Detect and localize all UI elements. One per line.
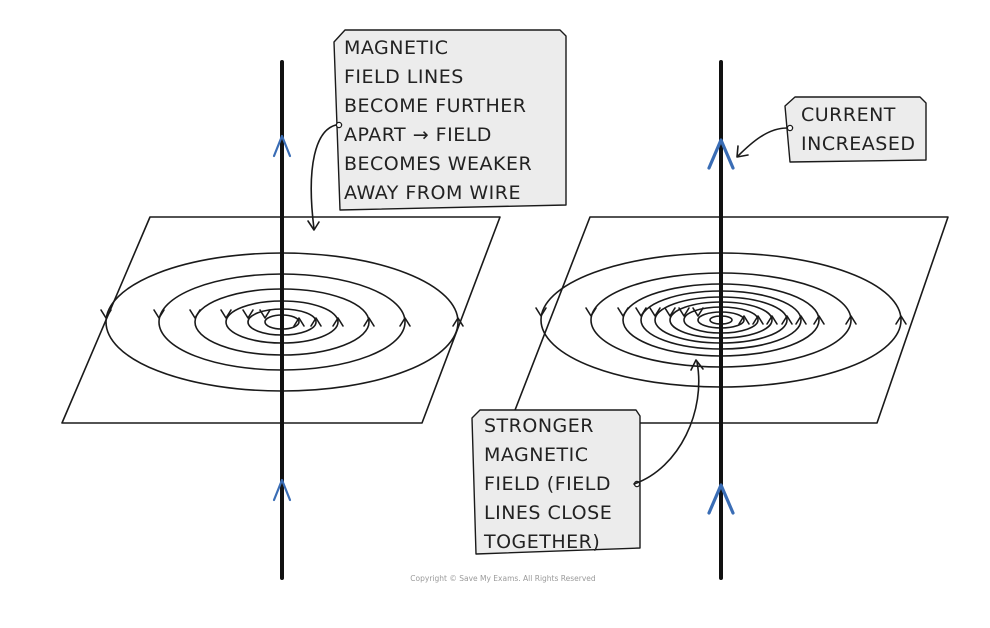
callout-box — [471, 409, 641, 555]
right-plane — [509, 216, 949, 424]
left-current-arrow-icon — [272, 134, 292, 158]
field-direction-arrow-icon — [895, 315, 907, 325]
field-direction-arrow-icon — [781, 315, 793, 325]
callout-line: CURRENT — [801, 104, 896, 126]
field-direction-arrow-icon — [692, 307, 704, 317]
callout-line: MAGNETIC — [344, 37, 448, 59]
field-direction-arrow-icon — [752, 315, 764, 325]
callout-pointer-arrowhead-icon — [690, 359, 704, 371]
callout-field-weaker: MAGNETIC FIELD LINES BECOME FURTHER APAR… — [307, 29, 567, 231]
right-direction-arrows — [535, 307, 907, 325]
callout-line: BECOMES WEAKER — [344, 153, 532, 175]
callout-line: INCREASED — [801, 133, 915, 155]
callout-line: STRONGER — [484, 415, 594, 437]
callout-line: FIELD (FIELD — [484, 473, 611, 495]
field-direction-arrow-icon — [813, 315, 825, 325]
callout-text: STRONGER MAGNETIC FIELD (FIELD LINES CLO… — [483, 415, 619, 553]
copyright-notice: Copyright © Save My Exams. All Rights Re… — [410, 574, 596, 583]
callout-pointer-line — [737, 127, 788, 157]
callout-pointer-arrowhead-icon — [736, 145, 749, 158]
field-direction-arrow-icon — [189, 309, 201, 319]
left-field-panel — [61, 60, 501, 580]
callout-stronger-field: STRONGER MAGNETIC FIELD (FIELD LINES CLO… — [471, 359, 704, 555]
field-direction-arrow-icon — [452, 317, 464, 327]
callout-box — [333, 29, 567, 211]
callout-line: MAGNETIC — [484, 444, 588, 466]
left-plane — [61, 216, 501, 424]
right-current-arrow-icon — [707, 483, 735, 515]
callout-line: LINES CLOSE — [484, 502, 612, 524]
left-current-arrow-icon — [272, 478, 292, 502]
callout-box — [784, 96, 927, 163]
field-direction-arrow-icon — [363, 317, 375, 327]
field-direction-arrow-icon — [293, 317, 305, 327]
callout-pointer-line — [633, 361, 700, 485]
callout-text: MAGNETIC FIELD LINES BECOME FURTHER APAR… — [344, 37, 539, 204]
right-field-panel — [509, 60, 949, 580]
field-direction-arrow-icon — [617, 307, 629, 317]
field-direction-arrow-icon — [535, 307, 547, 317]
right-current-arrow-icon — [707, 138, 735, 170]
callout-line: FIELD LINES — [344, 66, 464, 88]
field-direction-arrow-icon — [845, 315, 857, 325]
field-direction-arrow-icon — [100, 309, 112, 319]
callout-pointer-arrowhead-icon — [307, 220, 320, 231]
field-direction-arrow-icon — [332, 317, 344, 327]
field-direction-arrow-icon — [635, 307, 647, 317]
callout-line: BECOME FURTHER — [344, 95, 526, 117]
field-direction-arrow-icon — [678, 307, 690, 317]
field-direction-arrow-icon — [153, 309, 165, 319]
callout-text: CURRENT INCREASED — [801, 104, 915, 155]
callout-current-increased: CURRENT INCREASED — [736, 96, 927, 163]
field-direction-arrow-icon — [585, 307, 597, 317]
callout-line: APART → FIELD — [344, 124, 492, 146]
callout-pointer-line — [310, 124, 337, 230]
field-direction-arrow-icon — [795, 315, 807, 325]
field-direction-arrow-icon — [766, 315, 778, 325]
field-direction-arrow-icon — [242, 309, 254, 319]
field-direction-arrow-icon — [220, 309, 232, 319]
field-direction-arrow-icon — [649, 307, 661, 317]
callout-pointer-dot — [786, 124, 794, 132]
field-direction-arrow-icon — [310, 317, 322, 327]
callout-line: TOGETHER) — [483, 531, 600, 553]
field-direction-arrow-icon — [399, 317, 411, 327]
callout-pointer-dot — [335, 121, 343, 129]
left-direction-arrows — [100, 309, 464, 327]
callout-line: AWAY FROM WIRE — [344, 182, 521, 204]
field-direction-arrow-icon — [738, 315, 750, 325]
field-direction-arrow-icon — [259, 309, 271, 319]
field-direction-arrow-icon — [664, 307, 676, 317]
